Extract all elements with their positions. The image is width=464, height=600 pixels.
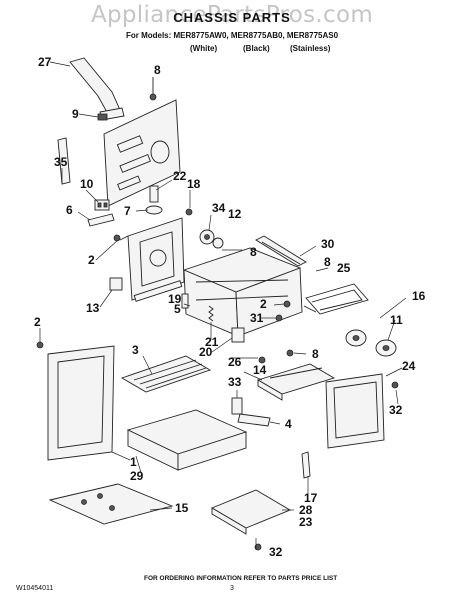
callout-12: 12 [228, 207, 242, 221]
part-6-strip [87, 213, 115, 227]
part-8-screw [149, 77, 157, 101]
part-19-hinge [181, 293, 189, 309]
callout-2: 2 [260, 297, 267, 311]
callout-24: 24 [402, 359, 416, 373]
callout-25: 25 [337, 261, 351, 275]
oven-cavity [182, 247, 303, 337]
callout-18: 18 [187, 177, 201, 191]
callout-7: 7 [124, 204, 131, 218]
part-13-bracket [109, 277, 123, 291]
callout-28: 28 [299, 503, 313, 517]
callout-22: 22 [173, 169, 187, 183]
callout-6: 6 [66, 203, 73, 217]
callout-5: 5 [174, 302, 181, 316]
part-34-gear [199, 229, 215, 245]
callout-8: 8 [312, 347, 319, 361]
callout-21: 21 [205, 335, 219, 349]
callout-8: 8 [154, 63, 161, 77]
callout-32: 32 [389, 403, 403, 417]
part-22-sensor [145, 185, 163, 215]
part-20-hinge [231, 327, 245, 343]
part-10-bracket [94, 199, 110, 211]
callout-2: 2 [88, 253, 95, 267]
finish-stainless: (Stainless) [290, 44, 331, 53]
part-9-clip [97, 113, 108, 121]
part-26-screw [258, 356, 266, 364]
page-title: CHASSIS PARTS [173, 10, 291, 25]
part-14-broiler-pan [256, 363, 336, 401]
part-3-oven-rack [120, 355, 212, 393]
part-28-drawer-glide [210, 489, 292, 535]
page-number: 3 [230, 585, 234, 592]
callout-2: 2 [34, 315, 41, 329]
part-35-side-trim [57, 137, 71, 185]
part-2-screws [36, 234, 291, 349]
ordering-note: FOR ORDERING INFORMATION REFER TO PARTS … [144, 575, 338, 582]
part-1-oven-door [47, 345, 115, 461]
part-33-hinge [231, 397, 243, 415]
callout-35: 35 [54, 155, 68, 169]
callout-4: 4 [285, 417, 292, 431]
doc-number: W10454011 [16, 585, 54, 592]
part-12-rotisserie [212, 237, 224, 249]
part-15-bottom-tray [48, 483, 174, 525]
callout-15: 15 [175, 501, 189, 515]
callout-17: 17 [304, 491, 318, 505]
part-32-screw [254, 381, 399, 551]
models-line: For Models: MER8775AW0, MER8775AB0, MER8… [125, 31, 339, 40]
finish-black: (Black) [243, 44, 270, 53]
watermark: AppliancePartsPros.com [90, 2, 374, 28]
callout-10: 10 [80, 177, 94, 191]
callout-14: 14 [253, 363, 267, 377]
callout-30: 30 [321, 237, 335, 251]
part-29-drawer [126, 409, 248, 471]
callout-19: 19 [168, 292, 182, 306]
finish-white: (White) [190, 44, 218, 53]
callout-23: 23 [299, 515, 313, 529]
callout-9: 9 [72, 107, 79, 121]
callout-8: 8 [324, 255, 331, 269]
oven-front-frame [119, 217, 185, 302]
part-8-screw-lower [286, 349, 294, 357]
callout-1: 1 [130, 455, 137, 469]
rear-panel [103, 99, 181, 207]
callout-13: 13 [86, 301, 100, 315]
part-30-vent-bar [255, 235, 307, 267]
part-25-bake-element [303, 283, 369, 315]
callout-3: 3 [132, 343, 139, 357]
leader-lines [39, 61, 407, 550]
part-31-screw [275, 314, 283, 322]
part-4-hinge-arm [237, 413, 271, 427]
callout-32: 32 [269, 545, 283, 559]
callout-11: 11 [390, 313, 403, 327]
callout-34: 34 [212, 201, 226, 215]
callout-27: 27 [38, 55, 52, 69]
part-16-knob-set [345, 329, 397, 357]
callout-31: 31 [250, 311, 264, 325]
callout-8: 8 [250, 245, 257, 259]
callout-16: 16 [412, 289, 426, 303]
callout-20: 20 [199, 345, 213, 359]
callout-26: 26 [228, 355, 242, 369]
part-17-bracket [301, 451, 311, 479]
callout-33: 33 [228, 375, 242, 389]
part-24-side-door [325, 373, 385, 449]
part-18-screw [185, 208, 193, 216]
callout-29: 29 [130, 469, 144, 483]
part-21-spring [208, 305, 214, 322]
